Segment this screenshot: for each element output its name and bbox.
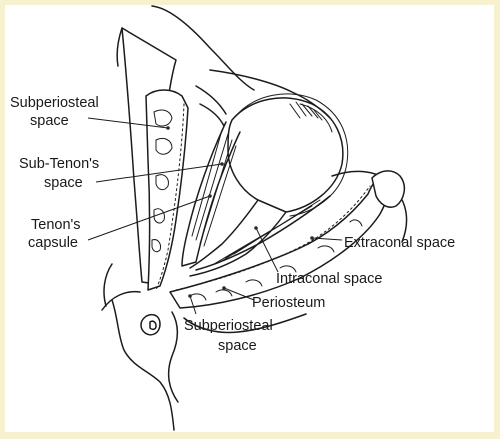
label-subperiosteal-bottom-2: space [218,338,257,354]
optic-nerve-and-inferior-rectus [189,199,287,277]
label-periosteum: Periosteum [252,295,325,311]
upper-lid [195,85,227,127]
leader-subperiosteal-bottom [189,295,197,315]
label-extraconal: Extraconal space [344,235,455,251]
leader-periosteum [223,287,255,301]
ethmoid-outline [101,290,175,431]
small-foramen [140,313,161,336]
sinus-cells [151,109,173,253]
leader-extraconal [311,237,343,241]
cornea [299,103,333,133]
tenons-capsule-line [235,93,349,217]
label-subperiosteal-bottom-1: Subperiosteal [184,318,273,334]
figure-panel [5,5,494,432]
upper-skin-contour [151,5,255,91]
label-subperiosteal-top-2: space [30,113,69,129]
leader-dot-subperiosteal-top [166,126,170,130]
leader-dot-tenon-capsule [208,194,212,198]
label-tenon-2: capsule [28,235,78,251]
label-tenon-1: Tenon's [31,217,81,233]
label-subperiosteal-top-1: Subperiosteal [10,95,99,111]
roof-periosteum [155,103,185,291]
leader-dot-extraconal [310,236,314,240]
leader-subtenon [95,163,223,183]
leader-dot-subtenon [220,162,224,166]
leader-dot-subperiosteal-bottom [188,294,192,298]
label-subtenon-1: Sub-Tenon's [19,156,99,172]
orbital-rim [371,170,406,208]
leader-intraconal [255,227,279,273]
leader-dot-intraconal [254,226,258,230]
globe [227,97,344,213]
anterior-shading [289,101,323,121]
inferior-bone-outline [167,311,307,403]
left-edge-contour [103,27,123,307]
leader-tenon-capsule [87,195,211,241]
superior-rectus-striations [191,129,237,247]
label-intraconal: Intraconal space [276,271,382,287]
superior-rectus [181,121,241,267]
leader-dot-periosteum [222,286,226,290]
leader-subperiosteal-top [87,117,169,129]
label-subtenon-2: space [44,175,83,191]
floor-cells [189,219,363,301]
